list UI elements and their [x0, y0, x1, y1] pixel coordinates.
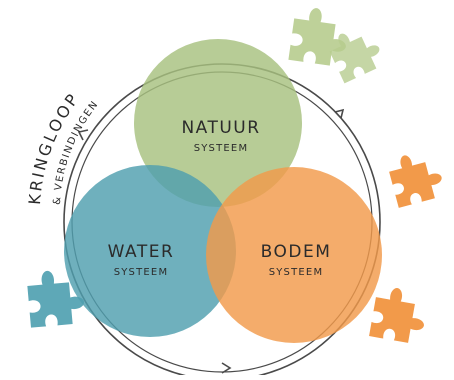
natuur-subtitle: SYSTEEM: [194, 143, 249, 154]
puzzle-piece-icon: [386, 147, 447, 208]
natuur-circle: [134, 39, 302, 207]
bodem-subtitle: SYSTEEM: [269, 267, 324, 278]
bodem-circle: [206, 167, 382, 343]
natuur-title: NATUUR: [181, 118, 260, 138]
water-circle: [64, 165, 236, 337]
puzzle-piece-icon: [369, 284, 430, 346]
water-title: WATER: [108, 242, 175, 262]
cycle-arrow-icon: [77, 108, 345, 374]
bodem-title: BODEM: [261, 242, 332, 262]
water-subtitle: SYSTEEM: [114, 267, 169, 278]
